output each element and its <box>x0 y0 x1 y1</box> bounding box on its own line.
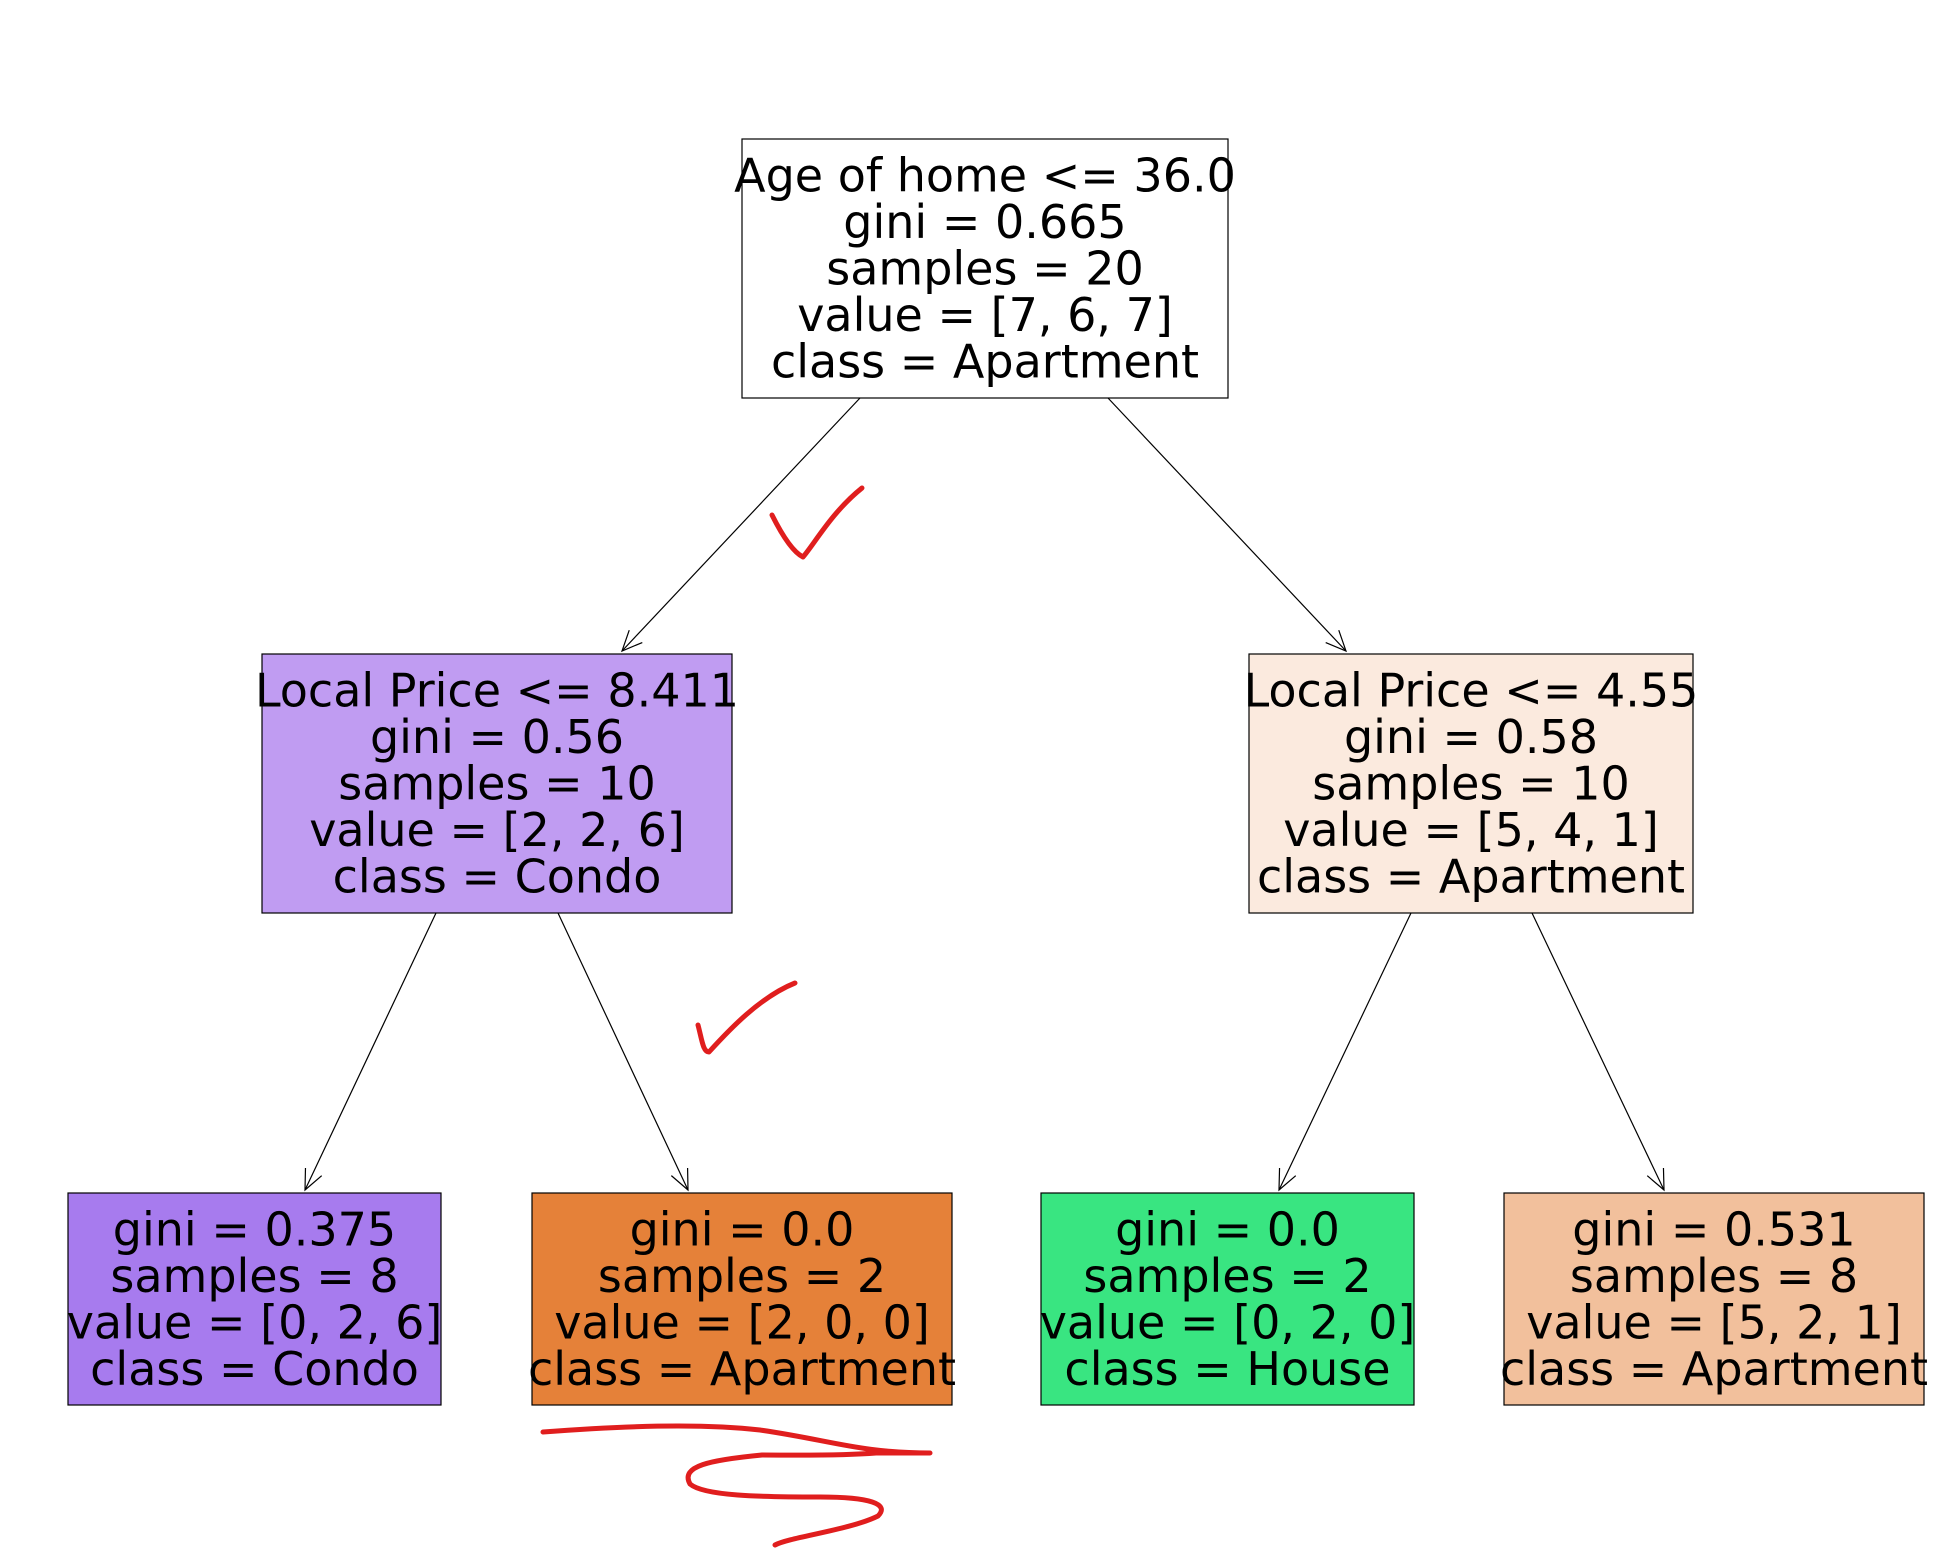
arrowhead-icon <box>670 1167 689 1192</box>
node-line: value = [0, 2, 0] <box>1040 1295 1416 1349</box>
annotation-marks <box>540 485 933 1548</box>
edge-right-to-leaf-3 <box>1278 912 1412 1192</box>
node-line: class = Apartment <box>1500 1342 1928 1396</box>
edges-layer <box>304 397 1665 1192</box>
node-line: value = [2, 0, 0] <box>554 1295 930 1349</box>
red-checkmark <box>769 485 865 560</box>
node-line: samples = 2 <box>598 1249 886 1303</box>
node-box <box>741 138 1229 399</box>
edge-line <box>621 397 861 652</box>
node-box <box>67 1192 442 1406</box>
node-line: Local Price <= 4.55 <box>1244 664 1699 718</box>
node-box <box>1503 1192 1925 1406</box>
node-line: samples = 8 <box>1570 1249 1858 1303</box>
edge-line <box>1531 912 1665 1191</box>
node-line: samples = 2 <box>1083 1249 1371 1303</box>
edge-line <box>304 912 437 1191</box>
node-line: class = Apartment <box>1257 850 1685 904</box>
node-line: value = [5, 4, 1] <box>1283 803 1659 857</box>
node-box <box>531 1192 953 1406</box>
red-checkmark <box>695 980 798 1055</box>
node-box <box>261 653 733 914</box>
node-line: value = [7, 6, 7] <box>797 288 1173 342</box>
edge-left-to-leaf-2 <box>557 912 689 1192</box>
node-line: gini = 0.375 <box>113 1202 396 1256</box>
arrowhead-icon <box>1278 1167 1297 1192</box>
arrowhead-icon <box>304 1167 323 1192</box>
node-line: class = Condo <box>90 1342 419 1396</box>
node-line: samples = 10 <box>338 757 656 811</box>
node-line: class = Apartment <box>528 1342 956 1396</box>
node-line: value = [5, 2, 1] <box>1526 1295 1902 1349</box>
node-line: value = [0, 2, 6] <box>67 1295 443 1349</box>
node-line: value = [2, 2, 6] <box>309 803 685 857</box>
red-scribble <box>540 1423 933 1548</box>
node-line: Local Price <= 8.411 <box>255 664 739 718</box>
node-line: class = House <box>1064 1342 1390 1396</box>
node-line: samples = 20 <box>826 242 1144 296</box>
node-line: gini = 0.665 <box>843 195 1126 249</box>
edge-right-to-leaf-4 <box>1531 912 1665 1192</box>
edge-line <box>1107 397 1347 652</box>
edge-line <box>1278 912 1412 1191</box>
edge-left-to-leaf-1 <box>304 912 437 1192</box>
node-line: gini = 0.0 <box>630 1202 855 1256</box>
node-line: gini = 0.531 <box>1572 1202 1855 1256</box>
node-line: gini = 0.58 <box>1344 710 1598 764</box>
arrowhead-icon <box>1646 1167 1665 1192</box>
edge-line <box>557 912 689 1191</box>
edge-root-to-right <box>1107 397 1348 653</box>
node-line: class = Apartment <box>771 335 1199 389</box>
node-box <box>1040 1192 1415 1406</box>
arrowhead-icon <box>1325 630 1348 653</box>
node-line: Age of home <= 36.0 <box>734 149 1236 203</box>
arrowhead-icon <box>620 630 643 653</box>
node-line: samples = 10 <box>1312 757 1630 811</box>
node-line: class = Condo <box>333 850 662 904</box>
node-line: samples = 8 <box>110 1249 398 1303</box>
node-box <box>1248 653 1694 914</box>
edge-root-to-left <box>620 397 861 653</box>
node-line: gini = 0.56 <box>370 710 624 764</box>
node-line: gini = 0.0 <box>1115 1202 1340 1256</box>
